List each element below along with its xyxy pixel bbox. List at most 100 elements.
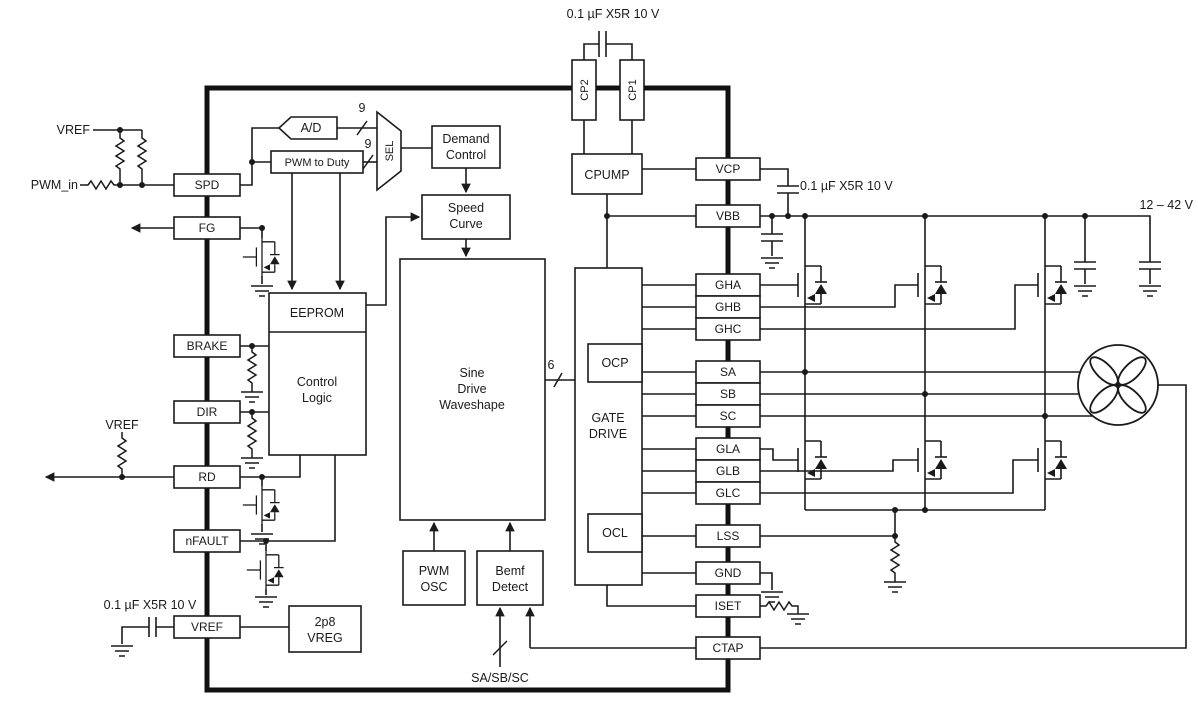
pin-gnd xyxy=(695,561,761,585)
iset-resistor xyxy=(760,600,799,614)
high-side-fet-b xyxy=(900,260,948,310)
vbb-capacitor xyxy=(761,233,783,242)
low-side-fet-c xyxy=(1020,435,1068,485)
pin-cp2 xyxy=(571,59,597,121)
pin-label-gha: GHA xyxy=(715,278,741,292)
block-label-gate-drive-1: GATE xyxy=(591,411,624,425)
pin-label-gla: GLA xyxy=(716,442,740,456)
pin-label-glb: GLB xyxy=(716,464,740,478)
supply-range-label: 12 – 42 V xyxy=(1139,198,1193,212)
block-label-pwm-osc-2: OSC xyxy=(420,580,447,594)
block-label-control-logic-2: Logic xyxy=(302,391,332,405)
vref-mid-label: VREF xyxy=(105,418,139,432)
pin-label-glc: GLC xyxy=(716,486,741,500)
block-label-bemf-2: Detect xyxy=(492,580,529,594)
vref-capacitor xyxy=(148,617,157,637)
vcp-capacitor xyxy=(777,185,799,194)
block-ocl-box xyxy=(587,513,643,553)
block-cpump-box xyxy=(571,153,643,195)
block-label-sine-1: Sine xyxy=(459,366,484,380)
block-label-pwm-osc-1: PWM xyxy=(419,564,450,578)
bus-width-6-label: 6 xyxy=(548,358,555,372)
annotation-labels: 0.1 µF X5R 10 V 0.1 µF X5R 10 V 0.1 µF X… xyxy=(31,7,1194,685)
pullup-resistor-2 xyxy=(136,130,148,185)
pwm-in-series-resistor xyxy=(80,179,174,191)
block-label-sel: SEL xyxy=(384,141,396,162)
lss-sense-resistor xyxy=(889,536,901,582)
pin-label-iset: ISET xyxy=(715,599,742,613)
pin-label-spd: SPD xyxy=(195,178,220,192)
signal-arrows xyxy=(44,168,535,667)
cp-cap-label: 0.1 µF X5R 10 V xyxy=(567,7,660,21)
low-side-fet-b xyxy=(900,435,948,485)
block-label-ad: A/D xyxy=(301,121,322,135)
bus-width-9a-label: 9 xyxy=(359,101,366,115)
pin-ghc xyxy=(695,317,761,341)
pin-label-sb: SB xyxy=(720,387,736,401)
pin-labels: SPD FG BRAKE DIR RD nFAULT VREF VCP VBB … xyxy=(185,79,743,655)
pin-vref xyxy=(173,615,241,639)
bulk-capacitor-2 xyxy=(1139,261,1161,270)
pin-label-ghb: GHB xyxy=(715,300,741,314)
vref-cap-label: 0.1 µF X5R 10 V xyxy=(104,598,197,612)
resistors xyxy=(80,130,901,614)
block-bemf-detect-box xyxy=(476,550,544,606)
pin-label-nfault: nFAULT xyxy=(185,534,229,548)
block-label-gate-drive-2: DRIVE xyxy=(589,427,627,441)
high-side-fet-c xyxy=(1020,260,1068,310)
pin-glc xyxy=(695,481,761,505)
block-sel-mux xyxy=(376,110,402,192)
nfault-output-fet xyxy=(246,550,285,590)
pin-nfault xyxy=(173,529,241,553)
block-label-cpump: CPUMP xyxy=(584,168,629,182)
pin-label-vref: VREF xyxy=(191,620,223,634)
sa-sb-sc-label: SA/SB/SC xyxy=(471,671,529,685)
pullup-resistor-1 xyxy=(114,130,126,185)
block-pwm-to-duty-box xyxy=(270,150,364,174)
block-pwm-osc-box xyxy=(402,550,466,606)
left-pin-boxes xyxy=(173,173,241,639)
pin-label-ctap: CTAP xyxy=(712,641,743,655)
block-label-sine-2: Drive xyxy=(457,382,486,396)
fg-output-fet xyxy=(242,237,281,277)
pin-dir xyxy=(173,400,241,424)
block-label-sine-3: Waveshape xyxy=(439,398,505,412)
pin-iset xyxy=(695,594,761,618)
block-label-eeprom: EEPROM xyxy=(290,306,344,320)
block-label-ocl: OCL xyxy=(602,526,628,540)
pin-vbb xyxy=(695,204,761,228)
ground-symbols xyxy=(111,257,1161,657)
pin-ctap xyxy=(695,636,761,660)
motor-hub xyxy=(1115,382,1121,388)
pin-vcp xyxy=(695,157,761,181)
top-pin-boxes xyxy=(571,59,645,121)
block-label-speed-2: Curve xyxy=(449,217,482,231)
pin-lss xyxy=(695,524,761,548)
block-ocp-box xyxy=(587,343,643,383)
capacitors xyxy=(148,31,1161,637)
block-demand-control-box xyxy=(431,125,501,169)
bulk-capacitor-1 xyxy=(1074,261,1096,270)
dir-pulldown-resistor xyxy=(246,412,258,458)
junction-dots xyxy=(117,127,1088,544)
block-ad-box xyxy=(277,116,338,140)
pin-label-dir: DIR xyxy=(197,405,218,419)
pin-label-vbb: VBB xyxy=(716,209,740,223)
pwm-in-label: PWM_in xyxy=(31,178,78,192)
block-eeprom-control-logic-box xyxy=(268,292,367,456)
block-label-control-logic-1: Control xyxy=(297,375,337,389)
pin-cp1 xyxy=(619,59,645,121)
pin-label-sa: SA xyxy=(720,365,736,379)
block-vreg-box xyxy=(288,605,362,653)
vref-top-label: VREF xyxy=(57,123,91,137)
block-sine-drive-box xyxy=(399,258,546,521)
pin-label-brake: BRAKE xyxy=(187,339,228,353)
right-pin-boxes xyxy=(695,157,761,660)
external-wires-left xyxy=(93,129,174,644)
brake-pulldown-resistor xyxy=(246,346,258,392)
bus-width-9b-label: 9 xyxy=(365,137,372,151)
pin-label-vcp: VCP xyxy=(716,162,741,176)
pin-spd xyxy=(173,173,241,197)
pin-label-cp1: CP1 xyxy=(627,79,639,100)
